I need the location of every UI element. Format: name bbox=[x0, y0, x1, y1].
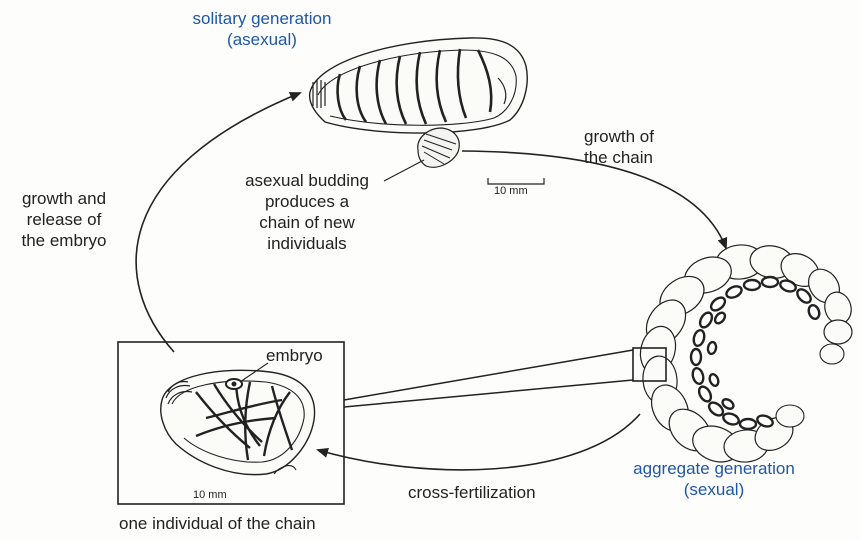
individual-caption: one individual of the chain bbox=[119, 513, 316, 534]
growth-release-label: growth and release of the embryo bbox=[14, 188, 114, 251]
zoom-lines bbox=[344, 350, 633, 407]
growth-chain-line1: growth of bbox=[584, 126, 654, 147]
budding-line3: chain of new bbox=[232, 212, 382, 233]
growth-release-line1: growth and bbox=[14, 188, 114, 209]
growth-chain-line2: the chain bbox=[584, 147, 654, 168]
solitary-line1: solitary generation bbox=[177, 8, 347, 29]
aggregate-line1: aggregate generation bbox=[620, 458, 808, 479]
growth-release-line2: release of bbox=[14, 209, 114, 230]
asexual-budding-label: asexual budding produces a chain of new … bbox=[232, 170, 382, 254]
growth-release-line3: the embryo bbox=[14, 230, 114, 251]
aggregate-line2: (sexual) bbox=[620, 479, 808, 500]
cross-fertilization-label: cross-fertilization bbox=[408, 482, 536, 503]
aggregate-generation-label: aggregate generation (sexual) bbox=[620, 458, 808, 500]
solitary-salp-drawing bbox=[310, 38, 528, 133]
growth-of-chain-label: growth of the chain bbox=[584, 126, 654, 168]
scale-label-bottom: 10 mm bbox=[193, 489, 227, 501]
budding-line1: asexual budding bbox=[232, 170, 382, 191]
chain-salp-drawing bbox=[635, 242, 854, 468]
scale-label-top: 10 mm bbox=[494, 185, 528, 197]
budding-pointer-line bbox=[384, 160, 424, 181]
arrow-cross-fertilization bbox=[318, 414, 640, 470]
scale-bar-top bbox=[488, 178, 544, 184]
embryo-label: embryo bbox=[266, 345, 323, 366]
solitary-generation-label: solitary generation (asexual) bbox=[177, 8, 347, 50]
budding-line2: produces a bbox=[232, 191, 382, 212]
solitary-line2: (asexual) bbox=[177, 29, 347, 50]
budding-line4: individuals bbox=[232, 233, 382, 254]
bud-drawing bbox=[418, 128, 459, 167]
